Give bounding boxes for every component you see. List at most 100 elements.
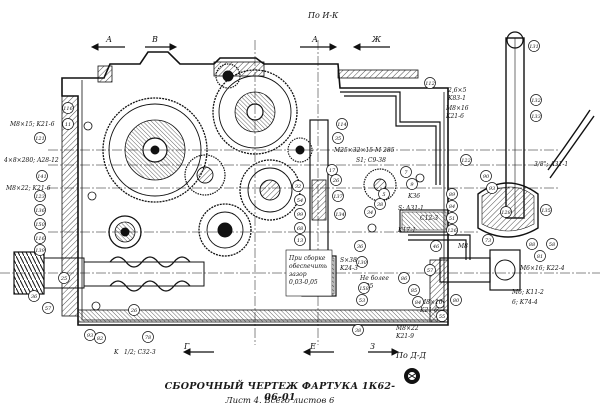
callout-number: 80	[453, 298, 460, 304]
callout-number: 84	[449, 204, 455, 210]
callout-circle	[408, 284, 420, 296]
callout-circle	[332, 132, 344, 144]
callout-number: 85	[411, 288, 417, 294]
callout-number: 11	[65, 122, 71, 128]
callout-balloon: 26	[128, 304, 140, 316]
right-dim-7: M6; K11-2	[511, 289, 544, 296]
callout-circle	[356, 256, 368, 268]
callout-number: 32	[295, 184, 301, 190]
callout-number: 26	[332, 178, 340, 184]
callout-circle	[34, 204, 46, 216]
callout-balloon: 38	[352, 324, 364, 336]
note-line-5: Не более	[359, 275, 389, 282]
center-dim-2: S1; C9-38	[356, 157, 386, 164]
callout-circle	[332, 190, 344, 202]
callout-balloon: 126	[446, 224, 458, 236]
callout-circle	[294, 194, 306, 206]
left-dim-2: 4×8×280; A28-12	[3, 157, 59, 164]
callout-balloon: 55	[436, 310, 448, 322]
callout-balloon: 150	[34, 218, 46, 230]
section-label-bottom: По Д-Д	[395, 351, 427, 360]
callout-circle	[482, 234, 494, 246]
callout-circle	[28, 290, 40, 302]
right-dim-10: K21-6	[419, 307, 438, 314]
callout-number: 134	[335, 212, 345, 218]
callout-balloon: 80	[450, 294, 462, 306]
callout-circle	[34, 232, 46, 244]
callout-balloon: 26	[330, 174, 342, 186]
callout-circle	[42, 302, 54, 314]
center-dim-9: C12-3	[420, 215, 438, 222]
center-dim-8: K24-3	[339, 265, 358, 272]
callout-number: 57	[427, 268, 434, 274]
callout-balloon: 136	[34, 204, 46, 216]
callout-balloon: 93	[84, 329, 96, 341]
callout-balloon: 36	[354, 240, 366, 252]
callout-balloon: 38	[374, 198, 386, 210]
callout-balloon: 82	[94, 332, 106, 344]
callout-balloon: 57	[42, 302, 54, 314]
callout-number: 25	[60, 276, 67, 282]
center-lines	[48, 40, 560, 345]
callout-balloon: 158	[358, 282, 370, 294]
callout-circle	[400, 166, 412, 178]
callout-number: 26	[130, 308, 138, 314]
callout-circle	[446, 200, 458, 212]
callout-circle	[34, 218, 46, 230]
right-dim-5: 3/8"; A31-1	[534, 161, 568, 168]
callout-number: 89	[449, 192, 456, 198]
section-label-g: Г	[183, 342, 190, 351]
center-dim-7: S×38	[340, 257, 357, 264]
right-dim-4: K21-6	[445, 113, 464, 120]
callout-circle	[62, 102, 74, 114]
left-dim-3: M8×22; K21-6	[5, 185, 51, 192]
housing	[61, 51, 449, 326]
callout-circle	[294, 222, 306, 234]
callout-balloon: 130	[356, 256, 368, 268]
section-markers	[90, 43, 400, 356]
assembly-notes: При сборке обеспечить зазор 0,03-0,05 Не…	[285, 249, 389, 297]
callout-balloon: 53	[356, 294, 368, 306]
callout-number: 35	[335, 136, 341, 142]
callout-number: 150	[35, 222, 45, 228]
callout-circle	[34, 190, 46, 202]
control-lever	[477, 31, 595, 238]
callout-number: 9	[410, 182, 414, 188]
callout-number: 54	[297, 198, 303, 204]
callout-number: 158	[359, 286, 369, 292]
note-line-4: 0,03-0,05	[289, 279, 318, 286]
callout-balloon: 25	[58, 272, 70, 284]
callout-balloon: 141	[36, 170, 48, 182]
callout-circle	[142, 331, 154, 343]
callout-number: 135	[541, 208, 551, 214]
callout-number: 51	[449, 216, 455, 222]
callout-balloon: 68	[294, 222, 306, 234]
callout-number: 93	[489, 186, 495, 192]
callout-balloon: 84	[446, 200, 458, 212]
callout-balloon: 46	[430, 240, 442, 252]
center-dim-4: S; A31-1	[398, 205, 424, 212]
callout-number: 82	[97, 336, 103, 342]
callout-balloon: 85	[408, 284, 420, 296]
callout-balloon: 128	[500, 206, 512, 218]
callout-balloon: 131	[528, 40, 540, 52]
callout-circle	[334, 208, 346, 220]
callout-number: 53	[359, 298, 365, 304]
callout-balloon: 90	[480, 170, 492, 182]
callout-number: 55	[439, 314, 445, 320]
center-dim-6: K	[113, 349, 119, 356]
section-label-top: По И-К	[307, 11, 339, 20]
callout-number: 13	[297, 238, 303, 244]
callout-balloon: 116	[34, 232, 46, 244]
section-label-z: З	[370, 342, 375, 351]
callout-balloon: 132	[530, 94, 542, 106]
callout-number: 116	[63, 106, 73, 112]
callout-circle	[430, 240, 442, 252]
callout-circle	[450, 294, 462, 306]
callout-circle	[354, 240, 366, 252]
callout-number: 99	[297, 212, 304, 218]
callout-number: 112	[425, 81, 435, 87]
right-dim-13: M8	[457, 243, 468, 250]
callout-number: 81	[537, 254, 543, 260]
